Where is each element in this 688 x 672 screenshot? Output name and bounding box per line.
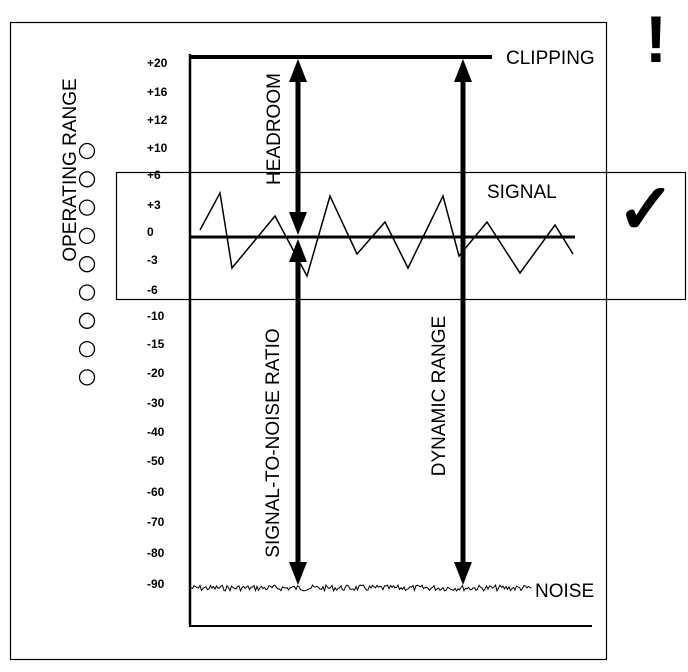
operating-range-label: OPERATING RANGE [60,78,81,261]
scale-tick-label: +10 [147,141,168,155]
scale-tick-label: +20 [147,56,168,70]
headroom-arrow [289,59,307,235]
signal-label: SIGNAL [487,182,557,203]
operating-range-led [78,256,96,273]
dynamic-range-label: DYNAMIC RANGE [429,316,450,476]
operating-range-led [78,171,96,188]
scale-tick-label: -15 [147,337,165,351]
operating-range-leds [78,142,96,386]
snr-label: SIGNAL-TO-NOISE RATIO [263,328,284,557]
scale-tick-label: +12 [147,113,168,127]
warning-mark: ! [645,2,667,76]
operating-range-led [78,312,96,329]
scale-tick-label: -90 [147,577,165,591]
scale-tick-label: -3 [147,253,158,267]
operating-range-led [78,369,96,386]
operating-range-led [78,199,96,216]
dynamic-range-arrow [454,59,472,585]
scale-tick-label: +6 [147,168,161,182]
outer-frame [9,21,608,661]
operating-range-led [78,284,96,301]
optimal-range-box [115,171,687,301]
operating-range-led [78,340,96,358]
clipping-label: CLIPPING [506,48,595,69]
scale-tick-label: 0 [147,225,154,239]
signal-waveform [199,190,574,278]
headroom-label: HEADROOM [264,73,285,185]
scale-tick-label: -40 [147,425,165,439]
scale-tick-label: -30 [147,396,165,410]
level-scale: +20 +16 +12 +10 +6 +3 0 -3 -6 -10 -15 -20 -30 -40 -50 -… [147,56,168,591]
operating-range-led [78,142,96,160]
scale-tick-label: -50 [147,454,165,468]
scale-tick-label: -20 [147,366,165,380]
scale-tick-label: -80 [147,546,165,560]
scale-tick-label: -60 [147,485,165,499]
scale-tick-label: -10 [147,309,165,323]
snr-arrow [289,239,307,585]
scale-tick-label: +16 [147,85,168,99]
scale-tick-label: -6 [147,283,158,297]
scale-tick-label: -70 [147,515,165,529]
noise-label: NOISE [535,581,594,602]
scale-tick-label: +3 [147,198,161,212]
check-mark: ✓ [617,170,676,248]
operating-range-led [78,227,96,245]
noise-floor [189,583,532,593]
